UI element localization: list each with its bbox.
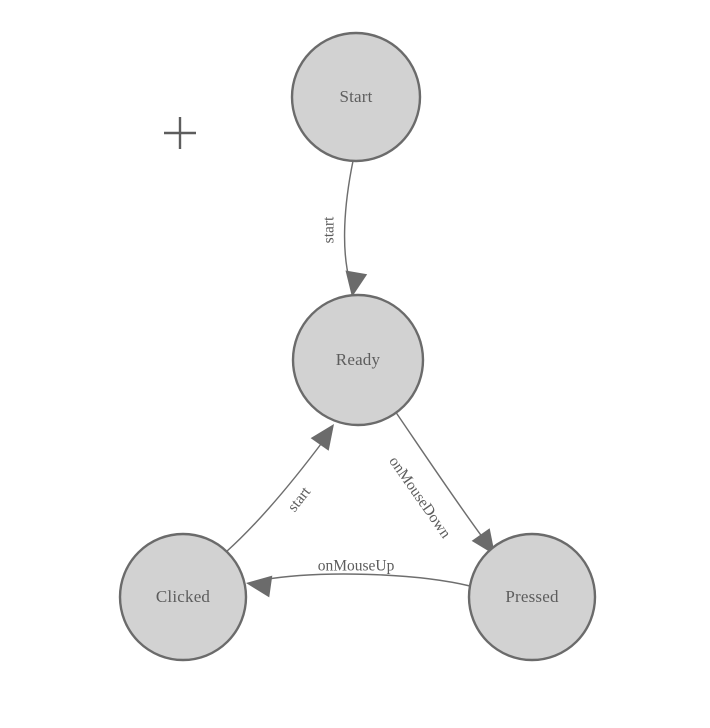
node-label: Pressed bbox=[505, 587, 559, 606]
node-label: Clicked bbox=[156, 587, 211, 606]
edge-ready-to-pressed[interactable]: onMouseDown bbox=[385, 410, 504, 561]
edge-pressed-to-clicked[interactable]: onMouseUp bbox=[244, 558, 471, 598]
node-circle[interactable] bbox=[467, 532, 597, 662]
edge-label-onmouseup: onMouseUp bbox=[318, 558, 395, 575]
node-label: Ready bbox=[336, 350, 381, 369]
node-clicked[interactable]: Clicked bbox=[118, 532, 248, 662]
arrowhead-icon bbox=[310, 424, 334, 451]
edge-path[interactable] bbox=[394, 410, 484, 539]
edge-path[interactable] bbox=[343, 160, 354, 283]
arrowhead-icon bbox=[345, 270, 368, 297]
plus-crosshair-icon[interactable] bbox=[164, 117, 196, 149]
edge-label-onmousedown: onMouseDown bbox=[385, 453, 454, 541]
arrowhead-icon bbox=[471, 528, 495, 555]
edge-clicked-to-ready[interactable]: start bbox=[225, 418, 343, 553]
edge-label-start-return: start bbox=[284, 483, 314, 515]
edge-path[interactable] bbox=[261, 573, 471, 587]
node-layer: Start Ready Clicked Pressed bbox=[118, 31, 597, 662]
edge-label-start: start bbox=[321, 216, 338, 243]
edge-path[interactable] bbox=[225, 439, 325, 553]
node-label: Start bbox=[339, 87, 372, 106]
node-circle[interactable] bbox=[291, 293, 425, 427]
node-ready[interactable]: Ready bbox=[291, 293, 425, 427]
arrowhead-icon bbox=[246, 575, 273, 598]
node-pressed[interactable]: Pressed bbox=[467, 532, 597, 662]
node-start[interactable]: Start bbox=[290, 31, 422, 163]
node-circle[interactable] bbox=[290, 31, 422, 163]
edge-start-to-ready[interactable]: start bbox=[321, 160, 368, 299]
node-circle[interactable] bbox=[118, 532, 248, 662]
